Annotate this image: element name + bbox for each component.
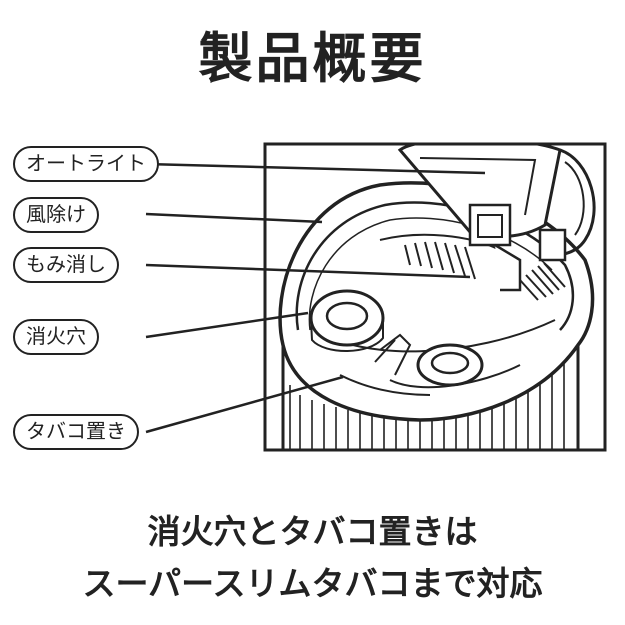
cigarette-rest — [339, 333, 521, 396]
label-windshield: 風除け — [13, 197, 99, 233]
label-extinguisher-grip: もみ消し — [13, 247, 119, 283]
extinguish-hole — [309, 289, 385, 352]
caption-line-2: スーパースリムタバコまで対応 — [82, 564, 543, 603]
leader-lines — [145, 162, 486, 434]
label-auto-light: オートライト — [13, 146, 159, 182]
lid-auto-light — [397, 144, 596, 292]
label-extinguish-hole: 消火穴 — [13, 319, 99, 355]
label-cigarette-rest: タバコ置き — [13, 414, 139, 450]
illustration-frame — [263, 142, 607, 452]
cup-ribs — [289, 358, 565, 450]
caption-line-1: 消火穴とタバコ置きは — [147, 512, 478, 551]
page-title: 製品概要 — [198, 27, 427, 90]
